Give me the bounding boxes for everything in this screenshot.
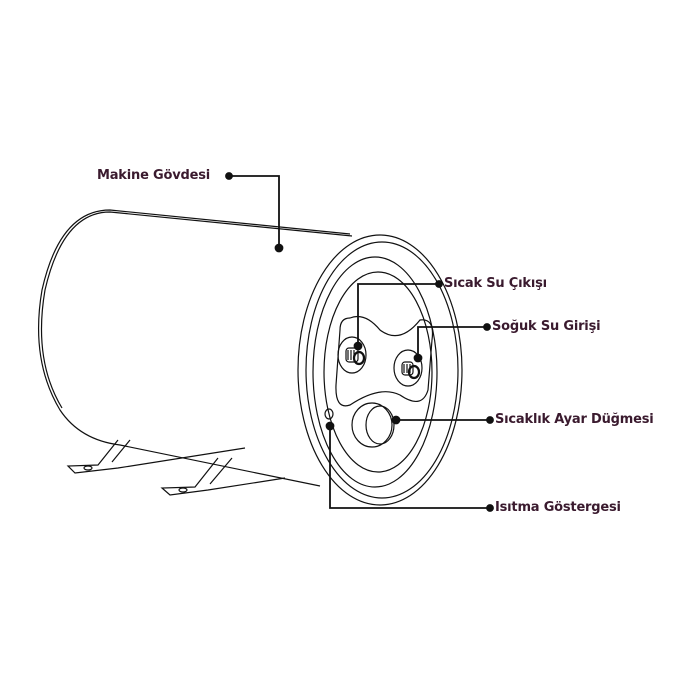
label-cold-water-inlet: Soğuk Su Girişi (492, 319, 601, 334)
cold-water-inlet-pipe (401, 361, 421, 380)
tank-body (38, 209, 353, 487)
label-machine-body: Makine Gövdesi (97, 168, 211, 183)
leader-lines (225, 172, 494, 512)
label-heating-indicator: Isıtma Göstergesi (495, 500, 621, 515)
mounting-legs (66, 439, 286, 496)
label-thermostat-knob: Sıcaklık Ayar Düğmesi (495, 412, 654, 427)
end-cap (297, 234, 463, 506)
tank-drawing (38, 209, 463, 506)
thermostat-knob (351, 402, 395, 448)
hot-water-outlet-pipe (345, 347, 366, 366)
label-hot-water-outlet: Sıcak Su Çıkışı (444, 276, 547, 291)
heating-indicator-light (324, 408, 334, 420)
